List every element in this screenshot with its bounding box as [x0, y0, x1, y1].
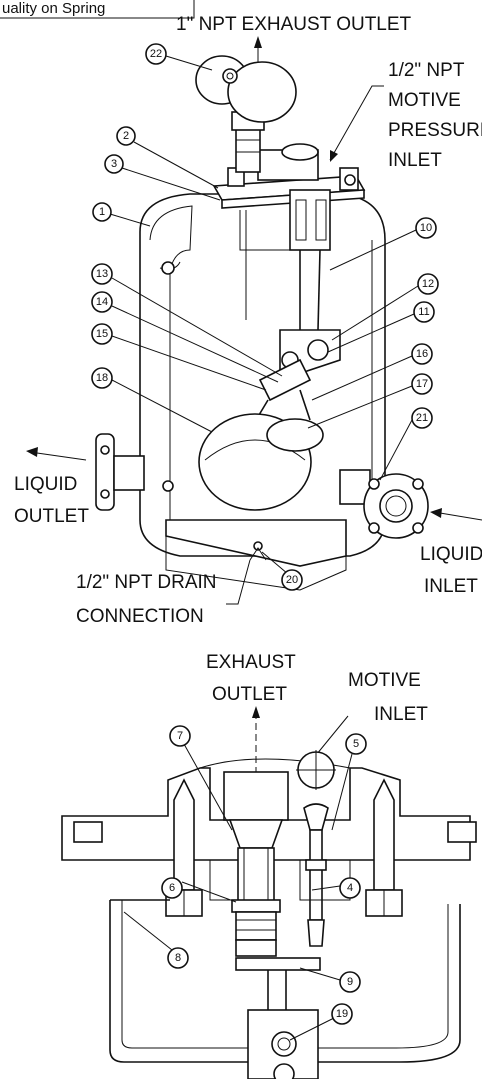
- callout-19: 19: [336, 1008, 348, 1020]
- callout-6: 6: [169, 882, 175, 894]
- label-motive-line4: INLET: [388, 150, 442, 171]
- header-fragment-text: uality on Spring: [2, 0, 105, 17]
- callout-4: 4: [347, 882, 353, 894]
- callout-15: 15: [96, 328, 108, 340]
- callout-8: 8: [175, 952, 181, 964]
- label-motive-line2: MOTIVE: [388, 90, 461, 111]
- callout-13: 13: [96, 268, 108, 280]
- callout-22: 22: [150, 48, 162, 60]
- label-liquid-inlet-line1: LIQUID: [420, 544, 482, 565]
- callout-11: 11: [418, 306, 429, 318]
- callout-17: 17: [416, 378, 428, 390]
- callout-18: 18: [96, 372, 108, 384]
- callout-16: 16: [416, 348, 428, 360]
- label-motive-line1: 1/2" NPT: [388, 60, 465, 81]
- label-exhaust-outlet: 1" NPT EXHAUST OUTLET: [176, 14, 412, 35]
- header-fragment: uality on Spring: [0, 0, 195, 19]
- callout-21: 21: [416, 412, 428, 424]
- label-motive-line3: PRESSURE: [388, 120, 482, 141]
- callout-2: 2: [123, 130, 129, 142]
- label-exhaust-line2: OUTLET: [212, 684, 287, 705]
- bottom-view-drawing: [61, 706, 477, 1079]
- callout-3: 3: [111, 158, 117, 170]
- label-liquid-outlet-line1: LIQUID: [14, 474, 77, 495]
- label-drain-line1: 1/2" NPT DRAIN: [76, 572, 217, 593]
- label-drain-line2: CONNECTION: [76, 606, 204, 627]
- callout-12: 12: [422, 278, 434, 290]
- callout-20: 20: [286, 574, 298, 586]
- label-liquid-outlet-line2: OUTLET: [14, 506, 89, 527]
- label-exhaust-line1: EXHAUST: [206, 652, 296, 673]
- callout-5: 5: [353, 738, 359, 750]
- callout-9: 9: [347, 976, 353, 988]
- label-motive-inlet-line1: MOTIVE: [348, 670, 421, 691]
- label-liquid-inlet-line2: INLET: [424, 576, 478, 597]
- bottom-view-callouts: 7 5 6 4 8 9 19: [123, 725, 367, 1041]
- top-view-callouts: 22 2 3 1 10 13 12 14 11 15 16 18 17 21 2…: [91, 43, 439, 591]
- label-motive-inlet-line2: INLET: [374, 704, 428, 725]
- callout-7: 7: [177, 730, 183, 742]
- callout-14: 14: [96, 296, 108, 308]
- callout-1: 1: [99, 206, 105, 218]
- callout-10: 10: [420, 222, 432, 234]
